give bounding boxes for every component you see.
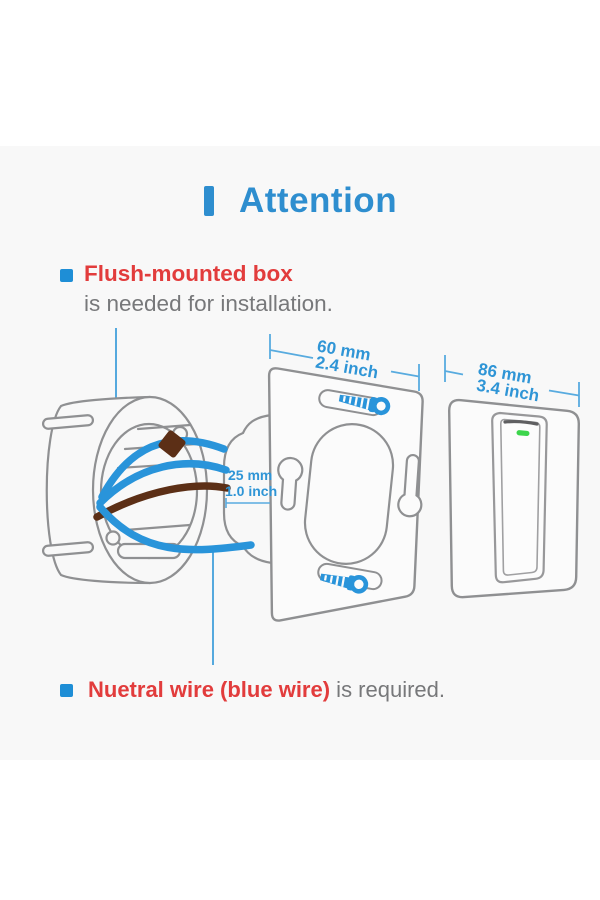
box-slot-top bbox=[41, 414, 95, 430]
rocker-inner-face bbox=[499, 418, 541, 576]
bullet-square-icon bbox=[60, 269, 73, 282]
dim-box-depth: 25 mm 1.0 inch bbox=[225, 467, 277, 508]
page-title: Attention bbox=[239, 181, 398, 220]
note1-rest: is needed for installation. bbox=[84, 291, 333, 316]
note-neutral-wire: Nuetral wire (blue wire) is required. bbox=[88, 677, 445, 703]
note1-highlight: Flush-mounted box bbox=[84, 261, 293, 286]
title-accent-bar bbox=[204, 186, 214, 216]
box-body bbox=[45, 395, 152, 585]
box-slot-bottom bbox=[41, 541, 95, 557]
dim-box-depth-mm: 25 mm bbox=[228, 467, 272, 483]
installation-diagram: 60 mm 2.4 inch 86 mm 3.4 inch 25 mm 1.0 … bbox=[41, 328, 581, 665]
mounting-screw-bottom bbox=[320, 573, 369, 594]
neutral-wire-blue bbox=[96, 503, 255, 554]
led-indicator bbox=[516, 430, 530, 437]
box-screw-hole-bottom bbox=[105, 530, 121, 546]
note2-rest: is required. bbox=[330, 677, 446, 702]
dim-panel-width: 86 mm 3.4 inch bbox=[444, 355, 580, 407]
live-wire-brown bbox=[93, 482, 231, 521]
rocker-switch[interactable] bbox=[491, 411, 548, 584]
neutral-wire-blue bbox=[96, 460, 230, 507]
neutral-wire-blue bbox=[98, 437, 228, 501]
wire-connector bbox=[158, 430, 186, 458]
frame-opening bbox=[303, 423, 395, 565]
wires bbox=[93, 430, 255, 554]
note2-highlight: Nuetral wire (blue wire) bbox=[88, 677, 331, 702]
mounting-screw-top bbox=[338, 394, 391, 416]
dim-box-depth-inch: 1.0 inch bbox=[225, 483, 277, 499]
note-flush-mounted-box: Flush-mounted box is needed for installa… bbox=[84, 259, 333, 319]
keyhole-right bbox=[397, 453, 423, 518]
bullet-square-icon bbox=[60, 684, 73, 697]
switch-module bbox=[222, 413, 274, 565]
rocker-top-shadow bbox=[503, 419, 539, 426]
leader-lines bbox=[115, 328, 214, 665]
keyhole-left bbox=[277, 456, 304, 511]
